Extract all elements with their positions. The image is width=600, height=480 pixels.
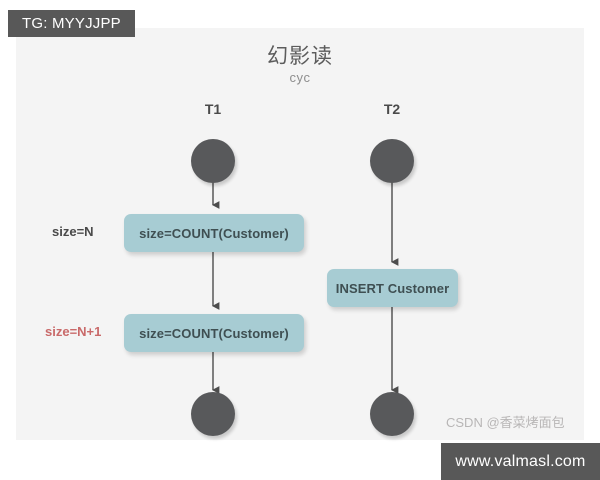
action-box-t1-count-1: size=COUNT(Customer) <box>124 214 304 252</box>
lane-label-t1: T1 <box>204 101 222 117</box>
end-node-t2 <box>370 392 414 436</box>
end-node-t1 <box>191 392 235 436</box>
annotation-size-before: size=N <box>52 224 94 239</box>
action-box-t2-insert: INSERT Customer <box>327 269 458 307</box>
action-label: size=COUNT(Customer) <box>139 225 289 241</box>
start-node-t2 <box>370 139 414 183</box>
annotation-size-after: size=N+1 <box>45 324 102 339</box>
action-box-t1-count-2: size=COUNT(Customer) <box>124 314 304 352</box>
tag-badge-label: TG: MYYJJPP <box>22 15 121 32</box>
action-label: INSERT Customer <box>335 280 450 296</box>
tag-badge: TG: MYYJJPP <box>8 10 135 37</box>
diagram-title: 幻影读 <box>267 44 333 68</box>
start-node-t1 <box>191 139 235 183</box>
lane-label-t2: T2 <box>383 101 401 117</box>
diagram-subtitle: cyc <box>289 70 311 85</box>
url-bar-label: www.valmasl.com <box>455 452 586 470</box>
action-label: size=COUNT(Customer) <box>139 325 289 341</box>
url-bar: www.valmasl.com <box>441 443 600 480</box>
